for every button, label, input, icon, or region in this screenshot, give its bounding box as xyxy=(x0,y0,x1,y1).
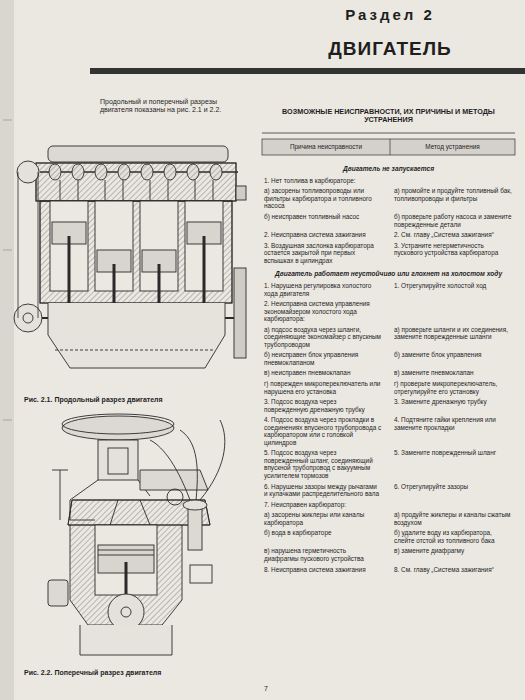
intro-text: Продольный и поперечный разрезы двигател… xyxy=(100,98,250,115)
table-cell: 2. См. главу „Система зажигания“ xyxy=(394,231,513,239)
table-cell: г) поврежден микропереключатель или нару… xyxy=(264,380,382,395)
table-cell: 2. Неисправна система зажигания xyxy=(264,231,382,239)
figure-caption: Рис. 2.1. Продольный разрез двигателя xyxy=(24,396,254,404)
section-heading: Двигатель не запускается xyxy=(270,165,507,173)
table-cell: б) вода в карбюраторе xyxy=(264,529,382,537)
section-heading: Двигатель работает неустойчиво или глохн… xyxy=(270,270,507,278)
table-cell: б) неисправен блок управления пневмоклап… xyxy=(264,351,382,366)
engine-cross-section xyxy=(48,414,225,655)
table-heading: ВОЗМОЖНЫЕ НЕИСПРАВНОСТИ, ИХ ПРИЧИНЫ И МЕ… xyxy=(262,108,515,125)
table-cell: б) неисправен топливный насос xyxy=(264,213,382,221)
table-cell: 6. Отрегулируйте зазоры xyxy=(394,483,513,491)
table-cell: 4. Подсос воздуха через прокладки в соед… xyxy=(264,416,382,446)
table-cell: 4. Подтяните гайки крепления или заменит… xyxy=(394,416,513,431)
section-number: Раздел 2 xyxy=(270,6,510,24)
table-cell: 8. Неисправна система зажигания xyxy=(264,566,382,574)
table-cell: б) удалите воду из карбюратора, слейте о… xyxy=(394,529,513,544)
table-cell: 2. Неисправна система управления эконома… xyxy=(264,300,382,323)
table-cell: 3. Воздушная заслонка карбюратора остает… xyxy=(264,242,382,265)
figure-caption: Рис. 2.2. Поперечный разрез двигателя xyxy=(24,669,254,677)
header-bar xyxy=(90,68,525,74)
table-cell: г) проверьте микропереключатель, отрегул… xyxy=(394,380,513,395)
table-cell: а) проверьте шланги и их соединения, зам… xyxy=(394,326,513,341)
table-cell: 3. Замените дренажную трубку xyxy=(394,398,513,406)
table-cell: 3. Подсос воздуха через поврежденную дре… xyxy=(264,398,382,413)
table-cell: 1. Отрегулируйте холостой ход xyxy=(394,282,513,290)
table-head-box xyxy=(262,139,515,155)
table-cell: 3. Устраните негерметичность пускового у… xyxy=(394,242,513,257)
binding-shadow xyxy=(0,0,14,700)
column-header: Причина неисправности xyxy=(264,143,388,151)
table-cell: а) промойте и продуйте топливный бак, то… xyxy=(394,187,513,202)
table-cell: в) замените диафрагму xyxy=(394,547,513,555)
table-cell: 5. Замените поврежденный шланг xyxy=(394,449,513,457)
table-cell: б) проверьте работу насоса и замените по… xyxy=(394,213,513,228)
page-title: ДВИГАТЕЛЬ xyxy=(270,38,510,60)
table-cell: 8. См. главу „Система зажигания“ xyxy=(394,566,513,574)
table-cell: б) замените блок управления xyxy=(394,351,513,359)
column-header: Метод устранения xyxy=(392,143,513,151)
table-cell: 5. Подсос воздуха через поврежденный шла… xyxy=(264,449,382,479)
table-cell: а) продуйте жиклеры и каналы сжатым возд… xyxy=(394,511,513,526)
table-cell: в) замените пневмоклапан xyxy=(394,369,513,377)
table-cell: а) засорены жиклеры или каналы карбюрато… xyxy=(264,511,382,526)
table-cell: в) нарушена герметичность диафрагмы пуск… xyxy=(264,547,382,562)
table-cell: а) засорены топливопроводы или фильтры к… xyxy=(264,187,382,210)
table-cell: 7. Неисправен карбюратор: xyxy=(264,501,382,509)
page-number: 7 xyxy=(256,685,276,693)
table-cell: в) неисправен пневмоклапан xyxy=(264,369,382,377)
table-cell: 6. Нарушены зазоры между рычагами и кула… xyxy=(264,483,382,498)
engine-longitudinal-section xyxy=(14,146,246,368)
table-cell: а) подсос воздуха через шланги, соединяю… xyxy=(264,326,382,349)
table-cell: 1. Нарушена регулировка холостого хода д… xyxy=(264,282,382,297)
table-cell: 1. Нет топлива в карбюраторе: xyxy=(264,177,382,185)
table-rule xyxy=(262,133,515,134)
